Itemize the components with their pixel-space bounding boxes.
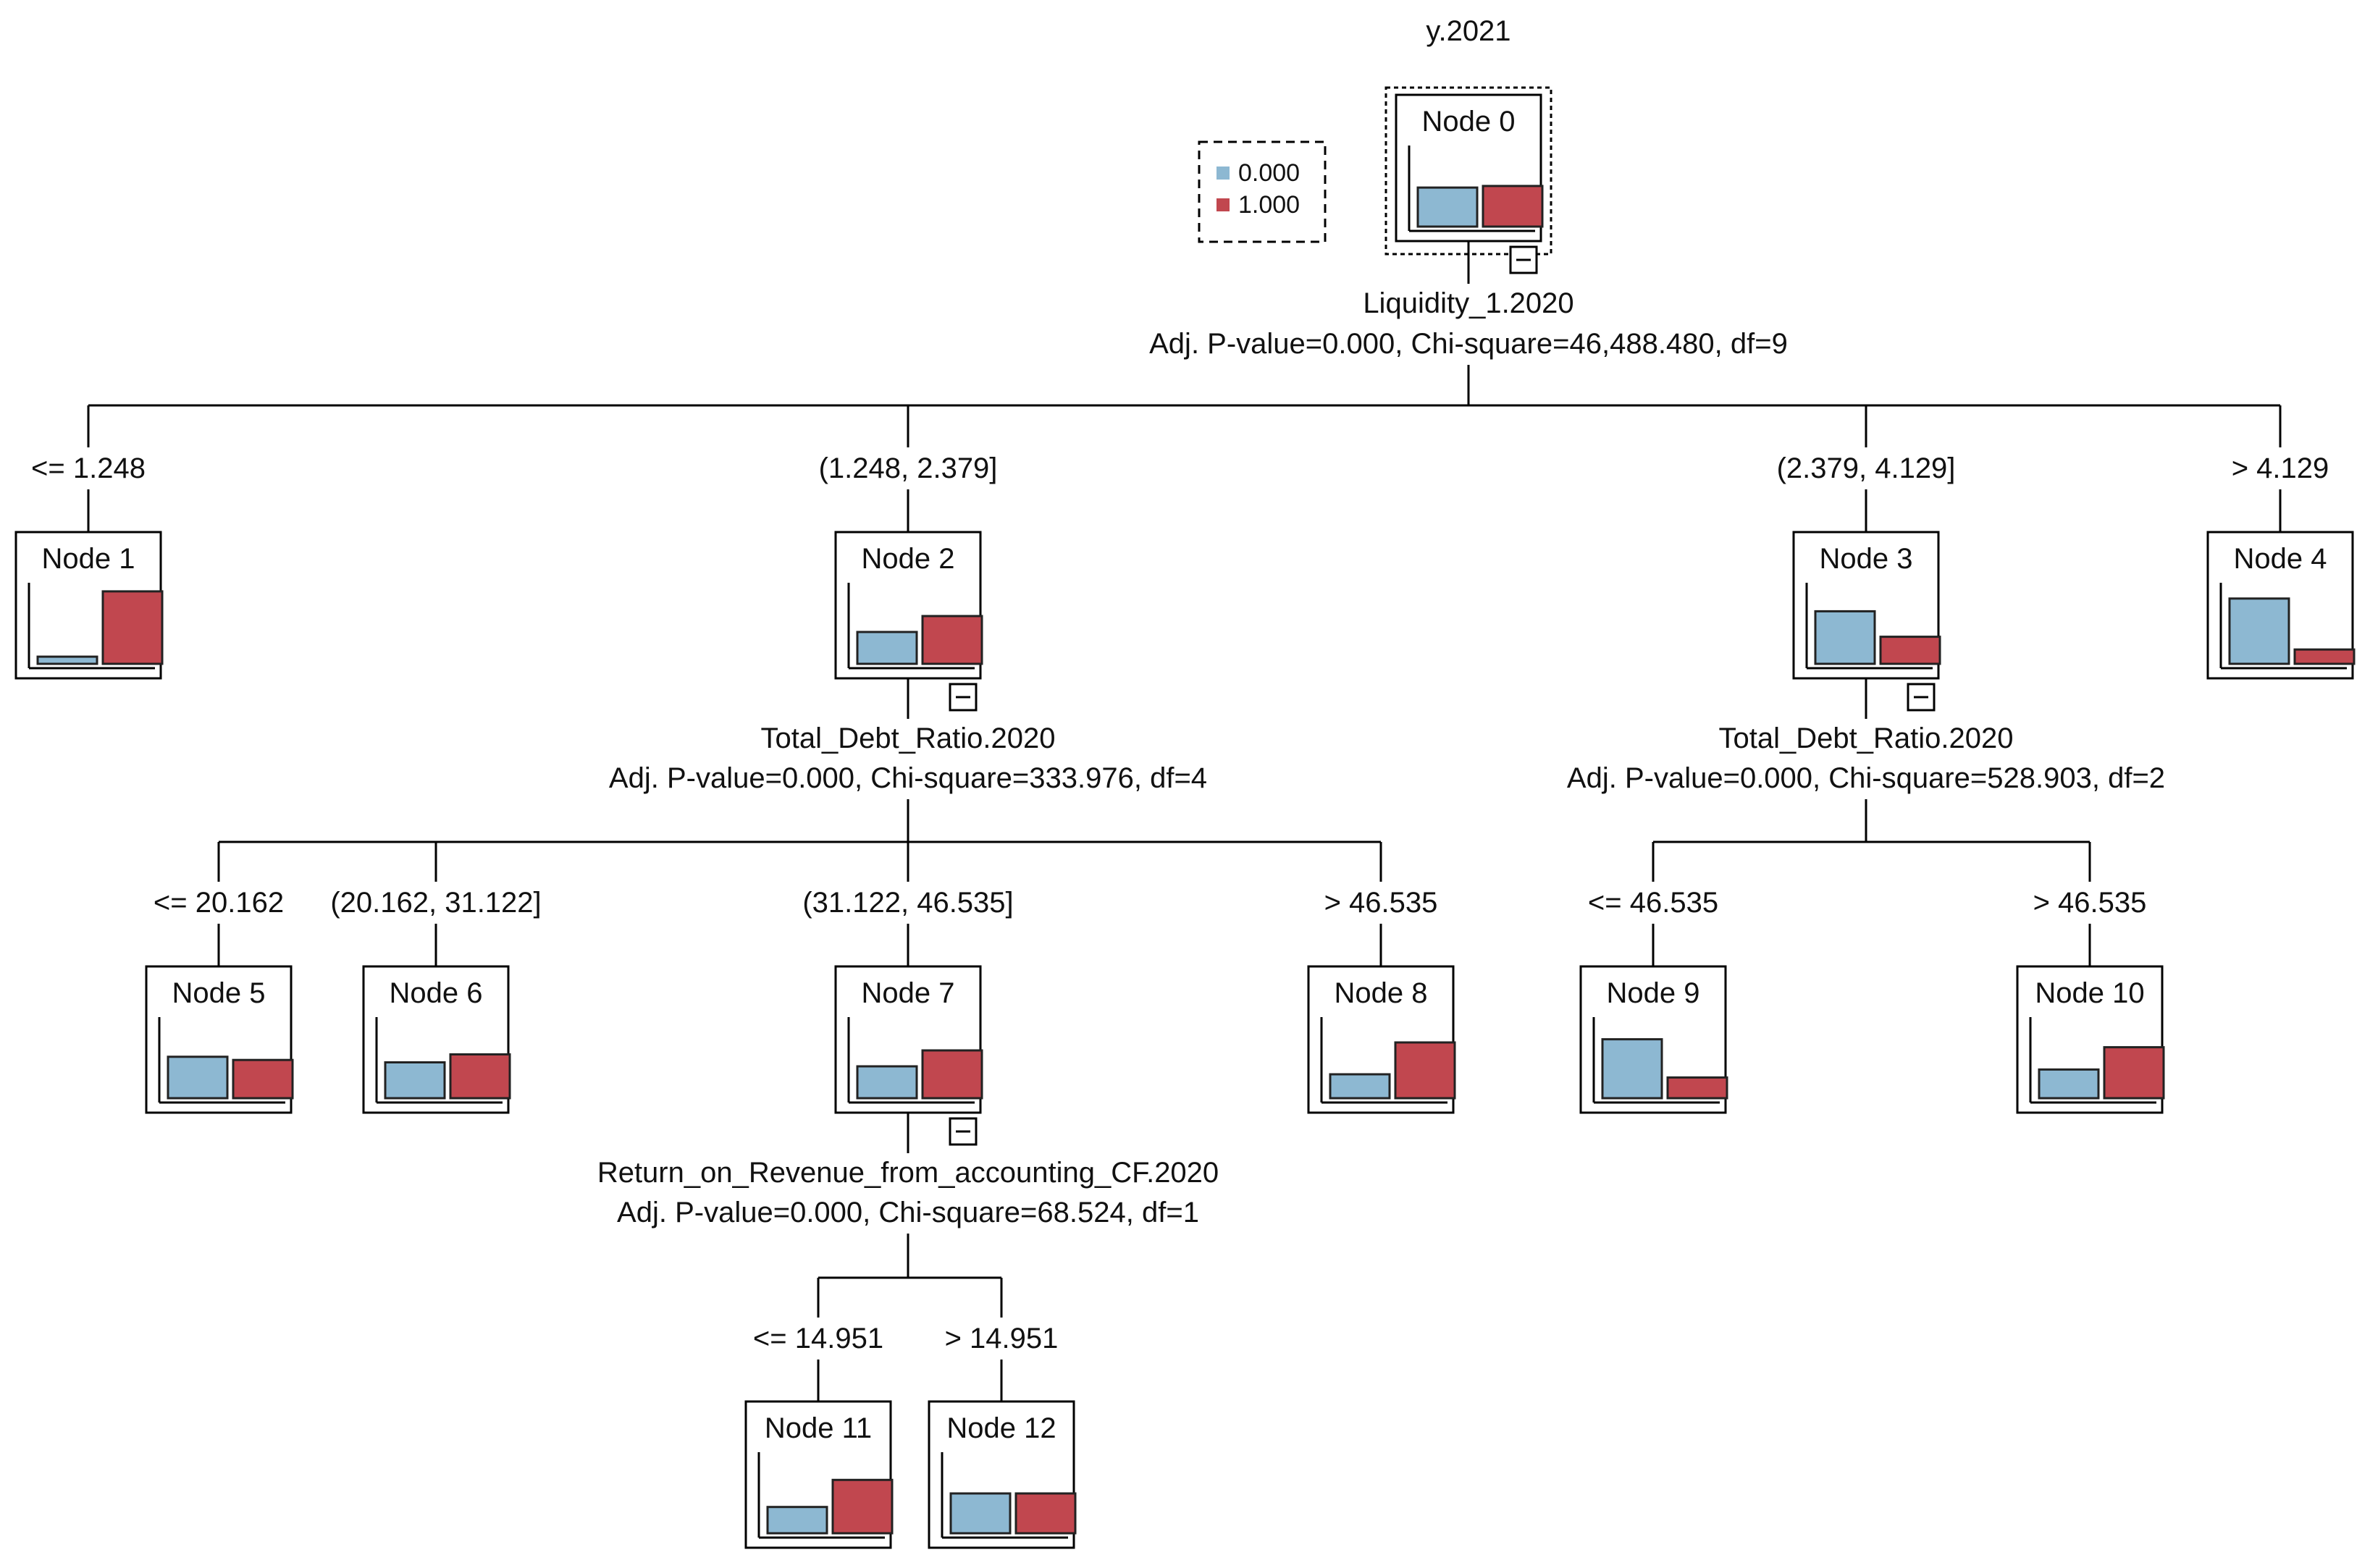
bar-class-0 [1601, 1038, 1663, 1100]
legend-label-1: 1.000 [1238, 191, 1300, 219]
tree-node-1[interactable]: Node 1 [14, 531, 164, 680]
bar-class-0 [1416, 186, 1479, 228]
bar-class-1 [101, 590, 164, 665]
legend: 0.000 1.000 [1198, 140, 1327, 243]
edge-label-node-4: > 4.129 [2232, 452, 2329, 484]
split-variable-node-3: Total_Debt_Ratio.2020 [1719, 722, 2014, 754]
node-title: Node 5 [172, 977, 266, 1009]
node-title: Node 6 [390, 977, 483, 1009]
tree-node-6[interactable]: Node 6 [362, 965, 511, 1114]
legend-frame [1198, 140, 1327, 243]
bar-class-1 [232, 1058, 294, 1100]
split-stats-node-3: Adj. P-value=0.000, Chi-square=528.903, … [1567, 762, 2165, 794]
tree-node-10[interactable]: Node 10 [2016, 965, 2165, 1114]
selection-outline [1384, 86, 1552, 256]
node-title: Node 1 [42, 543, 135, 575]
bar-class-0 [766, 1506, 828, 1535]
bar-class-1 [1014, 1492, 1077, 1535]
node-title: Node 10 [2035, 977, 2144, 1009]
edge-label-node-5: <= 20.162 [154, 887, 284, 919]
bar-class-1 [1879, 636, 1941, 665]
legend-swatch-0 [1216, 167, 1230, 180]
edge-label-node-12: > 14.951 [945, 1323, 1059, 1354]
edge-label-node-11: <= 14.951 [753, 1323, 883, 1354]
bar-class-1 [2293, 648, 2356, 665]
tree-node-4[interactable]: Node 4 [2206, 531, 2356, 680]
node-title: Node 3 [1820, 543, 1913, 575]
collapse-button[interactable] [1907, 683, 1936, 712]
bar-class-1 [2103, 1046, 2165, 1100]
bar-class-0 [167, 1055, 229, 1100]
collapse-button[interactable] [949, 1117, 978, 1146]
node-title: Node 9 [1607, 977, 1700, 1009]
legend-swatch-1 [1216, 198, 1230, 211]
split-variable-node-0: Liquidity_1.2020 [1363, 287, 1573, 319]
bar-class-1 [1666, 1076, 1728, 1100]
bar-class-1 [921, 615, 983, 665]
tree-node-12[interactable]: Node 12 [928, 1400, 1077, 1549]
bar-class-1 [831, 1478, 894, 1535]
split-variable-node-7: Return_on_Revenue_from_accounting_CF.202… [597, 1157, 1219, 1189]
edge-label-node-9: <= 46.535 [1588, 887, 1718, 919]
collapse-button[interactable] [949, 683, 978, 712]
node-title: Node 7 [862, 977, 955, 1009]
tree-node-11[interactable]: Node 11 [744, 1400, 894, 1549]
split-stats-node-0: Adj. P-value=0.000, Chi-square=46,488.48… [1149, 328, 1788, 360]
bar-class-0 [2038, 1068, 2100, 1100]
bar-class-1 [449, 1053, 511, 1100]
bar-class-1 [1394, 1041, 1456, 1100]
node-title: Node 4 [2234, 543, 2327, 575]
edge-label-node-10: > 46.535 [2033, 887, 2147, 919]
bar-class-0 [1814, 610, 1876, 665]
edge-labels-layer: <= 1.248 (1.248, 2.379] (2.379, 4.129] > 4.… [31, 452, 2329, 1354]
node-title: Node 11 [765, 1412, 872, 1444]
bar-class-1 [921, 1049, 983, 1100]
node-title: Node 12 [946, 1412, 1056, 1444]
tree-node-8[interactable]: Node 8 [1307, 965, 1456, 1114]
bar-class-0 [36, 655, 98, 665]
tree-node-2[interactable]: Node 2 [834, 531, 983, 712]
edge-label-node-2: (1.248, 2.379] [819, 452, 998, 484]
bar-class-0 [2228, 597, 2290, 665]
bar-class-0 [856, 631, 918, 665]
split-stats-node-2: Adj. P-value=0.000, Chi-square=333.976, … [609, 762, 1207, 794]
tree-node-0[interactable]: Node 0 [1384, 86, 1552, 274]
bar-class-0 [1329, 1073, 1391, 1100]
edge-label-node-6: (20.162, 31.122] [330, 887, 541, 919]
bar-class-0 [384, 1061, 446, 1100]
tree-node-5[interactable]: Node 5 [145, 965, 294, 1114]
node-title: Node 2 [862, 543, 955, 575]
tree-node-7[interactable]: Node 7 [834, 965, 983, 1146]
nodes-layer: Node 0 Node 1 Node 2 Node 3 Node 4 Node 5 Node… [14, 86, 2356, 1549]
collapse-box[interactable] [949, 1117, 978, 1146]
bar-class-0 [949, 1492, 1012, 1535]
edge-label-node-7: (31.122, 46.535] [802, 887, 1013, 919]
collapse-button[interactable] [1509, 245, 1538, 274]
edge-label-node-1: <= 1.248 [31, 452, 146, 484]
node-title: Node 0 [1422, 106, 1516, 138]
legend-label-0: 0.000 [1238, 159, 1300, 187]
node-title: Node 8 [1335, 977, 1428, 1009]
split-variable-node-2: Total_Debt_Ratio.2020 [761, 722, 1056, 754]
edge-label-node-3: (2.379, 4.129] [1777, 452, 1956, 484]
edges-layer [87, 241, 2282, 1401]
bar-class-0 [856, 1065, 918, 1100]
split-stats-node-7: Adj. P-value=0.000, Chi-square=68.524, d… [617, 1197, 1199, 1228]
tree-node-3[interactable]: Node 3 [1792, 531, 1941, 712]
tree-node-9[interactable]: Node 9 [1579, 965, 1728, 1114]
edge-label-node-8: > 46.535 [1324, 887, 1438, 919]
bar-class-1 [1482, 185, 1544, 228]
tree-title: y.2021 [1426, 15, 1510, 47]
